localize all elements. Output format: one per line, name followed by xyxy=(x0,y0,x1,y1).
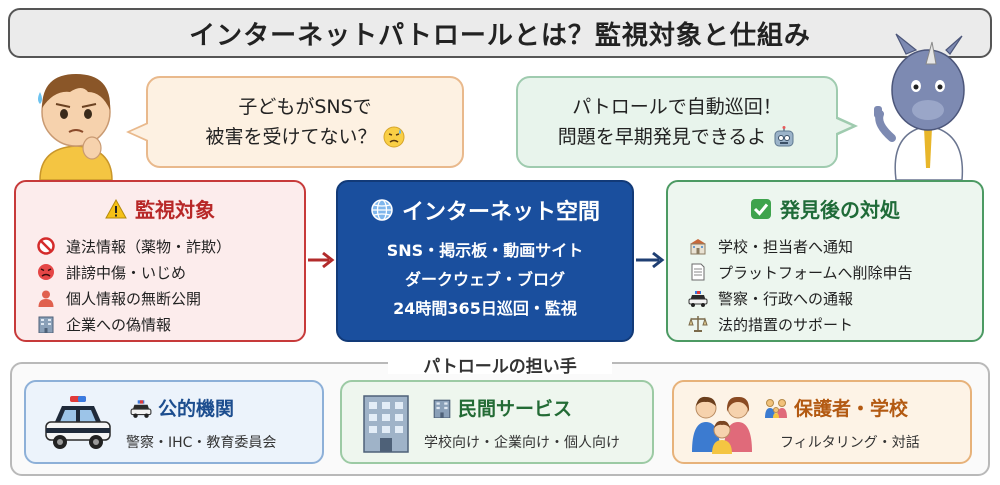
monitoring-targets-box: 監視対象 違法情報（薬物・詐欺） 誹謗中傷・いじめ 個人情報の無断公開 企業への… xyxy=(14,180,306,342)
list-item: プラットフォームへ削除申告 xyxy=(688,259,982,285)
bubble-right-tail-inner xyxy=(834,118,852,134)
globe-icon xyxy=(371,199,393,221)
list-item: 違法情報（薬物・詐欺） xyxy=(36,233,304,259)
list-item: 誹謗中傷・いじめ xyxy=(36,259,304,285)
internet-heading-row: インターネット空間 xyxy=(338,194,632,226)
target-item-label: 違法情報（薬物・詐欺） xyxy=(66,237,232,256)
worried-child-illustration xyxy=(38,74,113,180)
police-car-icon xyxy=(130,399,152,418)
rhino-mascot-illustration xyxy=(874,33,965,180)
list-item: 個人情報の無断公開 xyxy=(36,285,304,311)
guardian-heading: 保護者・学校 xyxy=(794,398,909,420)
target-item-label: 個人情報の無断公開 xyxy=(66,289,202,308)
card-public-institutions: 公的機関 警察・IHC・教育委員会 xyxy=(24,380,324,464)
robot-icon xyxy=(774,126,794,147)
list-item: 法的措置のサポート xyxy=(688,311,982,337)
card-guardians-schools: 保護者・学校 フィルタリング・対話 xyxy=(672,380,972,464)
internet-heading: インターネット空間 xyxy=(401,200,600,225)
bubble-left-line1: 子どもがSNSで xyxy=(238,96,372,118)
private-heading: 民間サービス xyxy=(458,398,573,420)
school-icon xyxy=(688,236,708,256)
family-illustration xyxy=(692,396,752,454)
scales-icon xyxy=(688,314,708,334)
office-building-illustration xyxy=(363,395,409,453)
worried-face-icon xyxy=(383,126,404,148)
arrow-right-icon xyxy=(636,251,665,269)
document-icon xyxy=(688,262,708,282)
prohibited-icon xyxy=(36,236,56,256)
list-item: 企業への偽情報 xyxy=(36,311,304,337)
police-car-icon xyxy=(688,288,708,308)
public-sub: 警察・IHC・教育委員会 xyxy=(126,435,277,451)
response-box: 発見後の対処 学校・担当者へ通知 プラットフォームへ削除申告 警察・行政への通報… xyxy=(666,180,984,342)
bubble-left-tail-inner xyxy=(130,124,148,140)
check-mark-icon xyxy=(751,198,771,219)
office-building-icon xyxy=(433,399,451,418)
office-building-icon xyxy=(36,314,56,334)
list-item: 学校・担当者へ通知 xyxy=(688,233,982,259)
public-heading: 公的機関 xyxy=(158,398,235,420)
speech-bubble-child: 子どもがSNSで 被害を受けてない？ xyxy=(146,76,464,168)
response-list: 学校・担当者へ通知 プラットフォームへ削除申告 警察・行政への通報 法的措置のサ… xyxy=(688,233,982,337)
response-item-label: 学校・担当者へ通知 xyxy=(718,237,854,256)
internet-lines: SNS・掲示板・動画サイト ダークウェブ・ブログ 24時間365日巡回・監視 xyxy=(338,236,632,323)
internet-line: SNS・掲示板・動画サイト xyxy=(386,241,584,260)
card-private-services: 民間サービス 学校向け・企業向け・個人向け xyxy=(340,380,654,464)
arrow-right-icon xyxy=(308,251,335,269)
guardian-heading-row: 保護者・学校 xyxy=(764,394,908,421)
guardian-sub: フィルタリング・対話 xyxy=(780,435,920,451)
police-car-illustration xyxy=(45,396,111,449)
person-icon xyxy=(36,288,56,308)
targets-heading-row: 監視対象 xyxy=(16,194,304,223)
list-item: 警察・行政への通報 xyxy=(688,285,982,311)
response-item-label: 警察・行政への通報 xyxy=(718,289,854,308)
public-heading-row: 公的機関 xyxy=(130,394,234,421)
speech-bubble-mascot: パトロールで自動巡回！ 問題を早期発見できるよ xyxy=(516,76,838,168)
targets-list: 違法情報（薬物・詐欺） 誹謗中傷・いじめ 個人情報の無断公開 企業への偽情報 xyxy=(36,233,304,337)
family-icon xyxy=(765,398,787,418)
warning-icon xyxy=(105,198,127,218)
private-heading-row: 民間サービス xyxy=(432,394,572,421)
response-item-label: 法的措置のサポート xyxy=(718,315,854,334)
response-item-label: プラットフォームへ削除申告 xyxy=(718,263,913,282)
angry-face-icon xyxy=(36,262,56,282)
target-item-label: 企業への偽情報 xyxy=(66,315,172,334)
response-heading-row: 発見後の対処 xyxy=(668,194,982,223)
bubble-right-line2: 問題を早期発見できるよ xyxy=(557,126,767,148)
target-item-label: 誹謗中傷・いじめ xyxy=(66,263,187,282)
page-title: インターネットパトロールとは？監視対象と仕組み xyxy=(189,20,811,51)
internet-line: ダークウェブ・ブログ xyxy=(404,270,565,289)
response-heading: 発見後の対処 xyxy=(780,198,900,222)
title-bar: インターネットパトロールとは？監視対象と仕組み xyxy=(8,8,992,58)
patrol-section-title: パトロールの担い手 xyxy=(388,352,612,377)
bubble-left-line2: 被害を受けてない？ xyxy=(205,126,377,148)
bubble-right-line1: パトロールで自動巡回！ xyxy=(572,96,782,118)
private-sub: 学校向け・企業向け・個人向け xyxy=(424,435,620,451)
internet-space-box: インターネット空間 SNS・掲示板・動画サイト ダークウェブ・ブログ 24時間3… xyxy=(336,180,634,342)
targets-heading: 監視対象 xyxy=(135,198,215,222)
internet-line: 24時間365日巡回・監視 xyxy=(393,299,577,318)
